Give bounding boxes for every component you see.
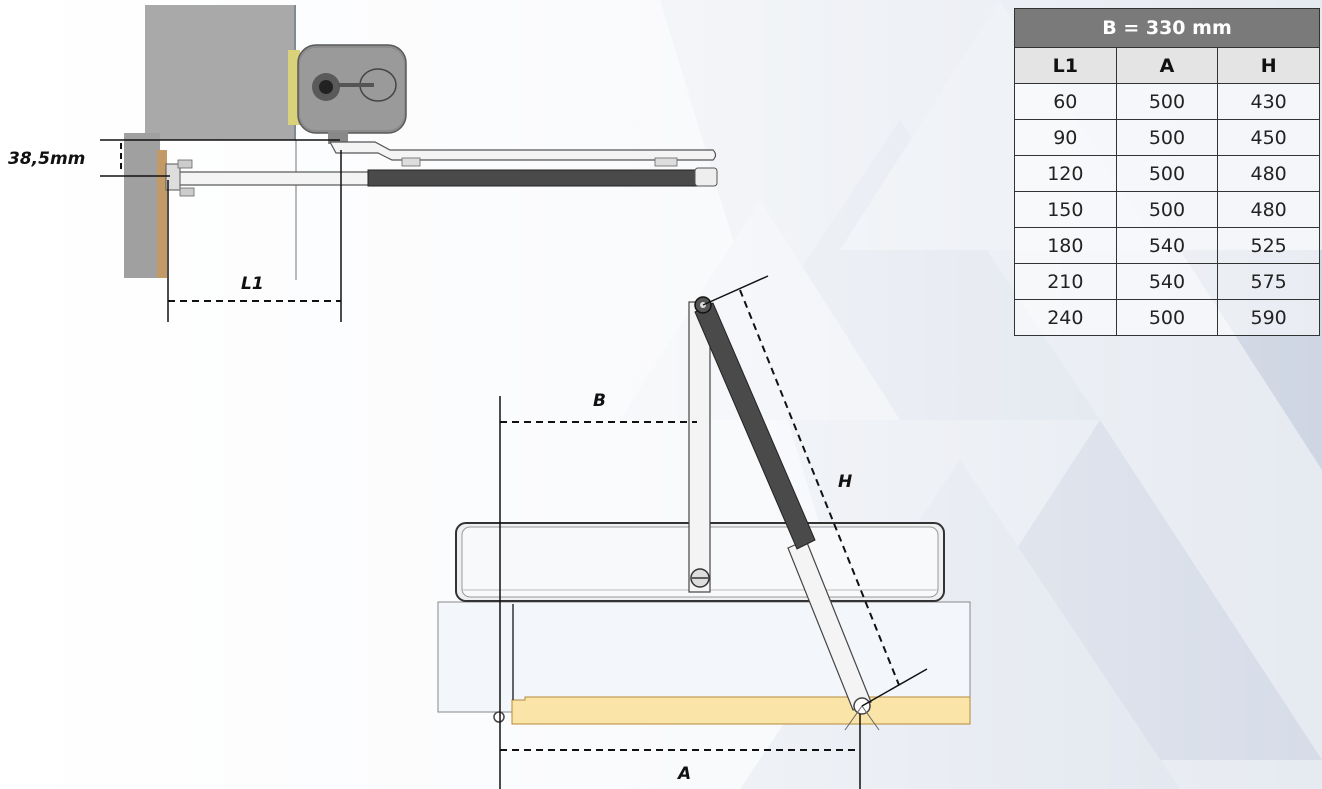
cell-l1: 180 (1014, 227, 1117, 264)
wall-block (145, 5, 295, 140)
plan-view: B A H (437, 275, 971, 789)
cell-l1: 150 (1014, 191, 1117, 228)
cell-a: 500 (1115, 191, 1219, 228)
col-header-a: A (1115, 47, 1219, 84)
door-frame (124, 133, 160, 278)
upper-arm (328, 141, 717, 161)
dim-h: H (838, 472, 852, 492)
cell-h: 525 (1217, 227, 1320, 264)
cell-a: 540 (1115, 227, 1219, 264)
table-row: 120 500 480 (1014, 155, 1320, 192)
cell-l1: 90 (1014, 119, 1117, 156)
cell-h: 590 (1217, 299, 1320, 336)
table-row: 210 540 575 (1014, 263, 1320, 300)
table-row: 240 500 590 (1014, 299, 1320, 336)
table-title-row: B = 330 mm (1014, 8, 1320, 48)
col-header-l1: L1 (1014, 47, 1117, 84)
cell-a: 500 (1115, 155, 1219, 192)
cell-l1: 120 (1014, 155, 1117, 192)
cell-h: 480 (1217, 155, 1320, 192)
cell-l1: 60 (1014, 83, 1117, 120)
table-row: 150 500 480 (1014, 191, 1320, 228)
cell-h: 430 (1217, 83, 1320, 120)
lower-arm (174, 171, 376, 186)
door-sill (511, 696, 971, 725)
dim-height-offset: 38,5mm (8, 149, 85, 169)
cell-a: 500 (1115, 119, 1219, 156)
dim-b: B (593, 391, 606, 411)
cell-h: 575 (1217, 263, 1320, 300)
table-header-row: L1 A H (1014, 47, 1320, 84)
cell-l1: 210 (1014, 263, 1117, 300)
operator-unit (288, 44, 407, 144)
table-title: B = 330 mm (1014, 8, 1320, 48)
pivot-left-icon (493, 711, 505, 723)
cell-a: 500 (1115, 83, 1219, 120)
slide-arm-dark (694, 302, 816, 550)
dim-l1: L1 (241, 274, 264, 294)
frame-wood-edge (157, 150, 167, 278)
dim-a: A (676, 764, 691, 784)
cell-l1: 240 (1014, 299, 1117, 336)
cell-h: 450 (1217, 119, 1320, 156)
spec-table: B = 330 mm L1 A H 60 500 430 90 500 450 … (1014, 8, 1320, 336)
cell-a: 540 (1115, 263, 1219, 300)
col-header-h: H (1217, 47, 1320, 84)
cell-a: 500 (1115, 299, 1219, 336)
door-leaf (437, 601, 971, 713)
table-row: 90 500 450 (1014, 119, 1320, 156)
bracket-arm (688, 301, 711, 593)
cell-h: 480 (1217, 191, 1320, 228)
table-row: 180 540 525 (1014, 227, 1320, 264)
side-view: 38,5mm L1 (8, 5, 718, 322)
table-row: 60 500 430 (1014, 83, 1320, 120)
lower-arm-dark (367, 169, 699, 187)
